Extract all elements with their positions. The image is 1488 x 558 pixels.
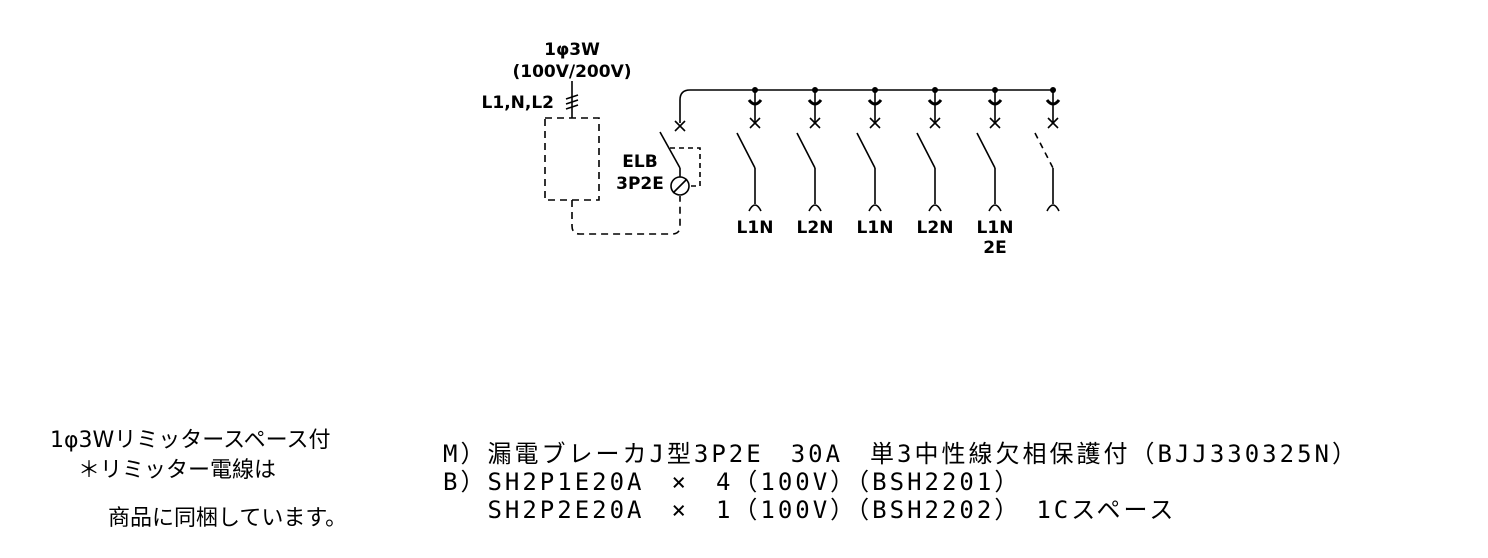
branch-breaker-symbol <box>976 90 1003 212</box>
main-breaker-poles: 3P2E <box>616 174 664 194</box>
branch-label: L1N <box>737 218 774 238</box>
spec-branch-1: B）SH2P1E20A × 4（100V）（BSH2201） <box>443 468 1021 496</box>
limiter-space <box>544 117 681 235</box>
branch-breaker-symbol <box>916 90 943 212</box>
bus-junction-dot <box>812 87 818 93</box>
branch-label: L2N <box>917 218 954 238</box>
spec-main-breaker: M）漏電ブレーカJ型3P2E 30A 単3中性線欠相保護付（BJJ330325N… <box>443 440 1359 468</box>
note-limiter-wire: ＊リミッター電線は <box>78 458 276 483</box>
note-included: 商品に同梱しています。 <box>108 506 347 531</box>
branch-circuit-4: L2N <box>916 87 954 238</box>
branch-circuit-3: L1N <box>856 87 894 238</box>
branch-breaker-symbol <box>796 90 823 212</box>
branch-circuit-5: L1N 2E <box>976 87 1014 258</box>
branch-circuit-spare <box>1034 87 1061 212</box>
branch-breaker-symbol <box>856 90 883 212</box>
branch-circuit-2: L2N <box>796 87 834 238</box>
branch-sublabel: 2E <box>983 238 1006 258</box>
branch-circuit-1: L1N <box>736 87 774 238</box>
main-breaker-name: ELB <box>622 152 657 172</box>
bus-junction-dot <box>932 87 938 93</box>
branch-label: L1N <box>977 218 1014 238</box>
supply-lines-label: L1,N,L2 <box>482 93 554 113</box>
branch-label: L2N <box>797 218 834 238</box>
branch-label: L1N <box>857 218 894 238</box>
bus-junction-dot <box>1050 87 1056 93</box>
branch-breaker-symbol <box>736 90 763 212</box>
main-breaker-symbol <box>659 89 1053 196</box>
supply-conductor-marks <box>565 81 579 118</box>
spec-branch-2: SH2P2E20A × 1（100V）（BSH2202） 1Cスペース <box>443 496 1176 524</box>
note-limiter-space: 1φ3Wリミッタースペース付 <box>50 428 331 453</box>
bus-junction-dot <box>872 87 878 93</box>
spare-breaker-symbol <box>1034 90 1061 212</box>
bus-junction-dot <box>752 87 758 93</box>
supply-voltage-label: (100V/200V) <box>512 62 631 82</box>
bus-junction-dot <box>992 87 998 93</box>
supply-phase-label: 1φ3W <box>544 40 600 60</box>
